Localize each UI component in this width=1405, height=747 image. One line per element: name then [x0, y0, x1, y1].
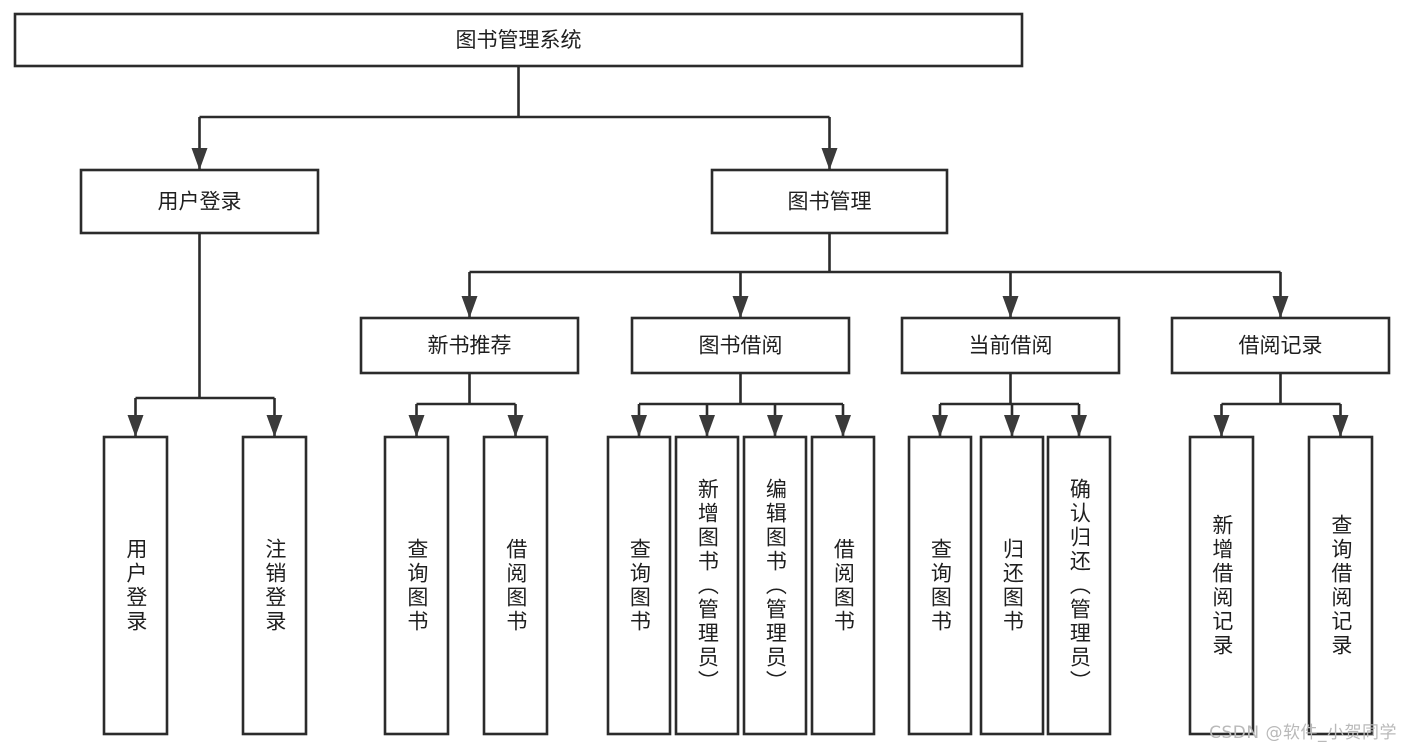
edges-layer [127, 66, 1349, 437]
node-box-leaf-add-book[interactable] [674, 435, 740, 736]
node-box-leaf-query-book-rec[interactable] [383, 435, 450, 736]
arrowhead-icon [767, 415, 783, 437]
node-box-leaf-add-record[interactable] [1188, 435, 1255, 736]
node-box-current-borrow[interactable] [900, 316, 1121, 375]
arrowhead-icon [1213, 415, 1230, 437]
arrowhead-icon [191, 148, 208, 170]
node-box-leaf-confirm-return[interactable] [1046, 435, 1112, 736]
arrowhead-icon [1002, 296, 1019, 318]
node-label-borrow-record: 借阅记录 [1239, 334, 1323, 358]
node-box-leaf-borrow-book-rec[interactable] [482, 435, 549, 736]
node-box-leaf-query-book-cur[interactable] [907, 435, 973, 736]
node-label-root: 图书管理系统 [456, 28, 582, 52]
node-box-leaf-return-book[interactable] [979, 435, 1045, 736]
node-box-root[interactable] [13, 12, 1024, 68]
node-box-leaf-edit-book[interactable] [742, 435, 808, 736]
node-box-leaf-user-logout[interactable] [241, 435, 308, 736]
node-label-book-manage: 图书管理 [788, 190, 872, 214]
arrowhead-icon [821, 148, 838, 170]
arrowhead-icon [461, 296, 478, 318]
arrowhead-icon [835, 415, 851, 437]
node-box-leaf-user-login[interactable] [102, 435, 169, 736]
node-box-leaf-query-book[interactable] [606, 435, 672, 736]
node-label-new-book-rec: 新书推荐 [428, 334, 512, 358]
node-label-book-borrow: 图书借阅 [699, 334, 783, 358]
node-label-user-login: 用户登录 [158, 190, 242, 214]
nodes-layer [13, 12, 1391, 736]
arrowhead-icon [1332, 415, 1349, 437]
node-box-leaf-borrow-book[interactable] [810, 435, 876, 736]
arrowhead-icon [732, 296, 749, 318]
arrowhead-icon [266, 415, 283, 437]
arrowhead-icon [507, 415, 524, 437]
arrowhead-icon [127, 415, 144, 437]
arrowhead-icon [1004, 415, 1020, 437]
arrowhead-icon [1071, 415, 1087, 437]
node-box-book-manage[interactable] [710, 168, 949, 235]
arrowhead-icon [699, 415, 715, 437]
arrowhead-icon [1272, 296, 1289, 318]
node-box-user-login[interactable] [79, 168, 320, 235]
node-box-book-borrow[interactable] [630, 316, 851, 375]
node-box-new-book-rec[interactable] [359, 316, 580, 375]
arrowhead-icon [631, 415, 647, 437]
node-box-borrow-record[interactable] [1170, 316, 1391, 375]
watermark: CSDN @软件_小贺同学 [1209, 723, 1397, 743]
node-box-leaf-query-record[interactable] [1307, 435, 1374, 736]
arrowhead-icon [932, 415, 948, 437]
node-label-current-borrow: 当前借阅 [969, 334, 1053, 358]
arrowhead-icon [408, 415, 425, 437]
